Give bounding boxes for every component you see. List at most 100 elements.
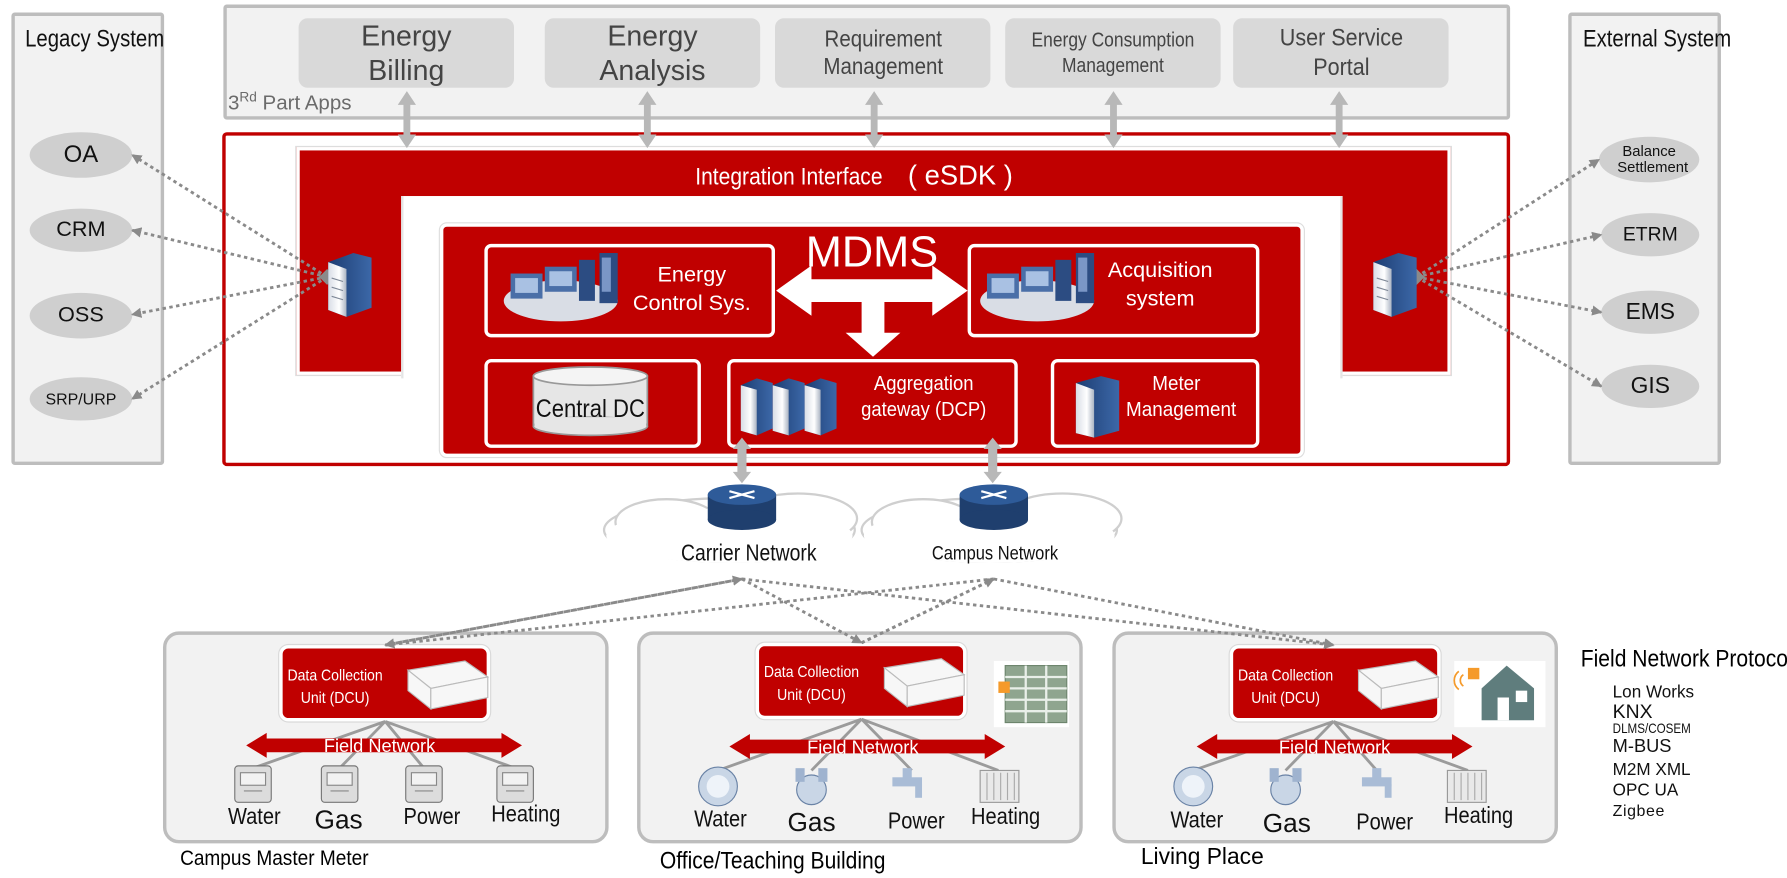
field-network-arrows bbox=[246, 732, 1473, 760]
radiator-icon bbox=[1446, 769, 1487, 803]
external-balance-settlement: Balance Settlement bbox=[1598, 136, 1700, 183]
site1-device-power: Power bbox=[403, 804, 461, 830]
app-energy-consumption-management: Energy Consumption Management bbox=[1005, 18, 1221, 88]
app-energy-analysis: Energy Analysis bbox=[544, 18, 761, 88]
site2-device-gas: Gas bbox=[787, 806, 836, 837]
legacy-srp-urp-label: SRP/URP bbox=[45, 389, 117, 408]
legacy-oss: OSS bbox=[29, 292, 133, 339]
integration-server-right-icon bbox=[1373, 253, 1417, 317]
site3-device-power: Power bbox=[1356, 810, 1414, 836]
water-meter-icon bbox=[1173, 766, 1214, 807]
legacy-oa: OA bbox=[29, 132, 133, 178]
acquisition-label: Acquisition system bbox=[1107, 258, 1213, 311]
site2-device-power: Power bbox=[887, 809, 945, 835]
site2-utility-icons bbox=[698, 766, 1020, 807]
water-meter-icon bbox=[698, 766, 738, 807]
energy-control-computers-icon bbox=[503, 253, 618, 322]
energy-control-label: Energy Control Sys. bbox=[632, 263, 751, 316]
faucet-icon bbox=[892, 768, 923, 798]
integration-interface-label: Integration Interface ( eSDK ) bbox=[695, 158, 1013, 194]
app-requirement-management: Requirement Management bbox=[774, 18, 991, 88]
central-dc-label: Central DC bbox=[536, 396, 645, 424]
central-dc-icon bbox=[532, 366, 649, 437]
third-party-label-sup: Rd bbox=[239, 88, 257, 105]
site1-name: Campus Master Meter bbox=[180, 846, 369, 871]
external-ems-label: EMS bbox=[1625, 299, 1675, 325]
site2-device-heating: Heating bbox=[971, 804, 1041, 830]
site1-device-gas: Gas bbox=[314, 804, 363, 835]
campus-network-label: Campus Network bbox=[932, 542, 1059, 564]
app-energy-billing-label: Energy Billing bbox=[361, 19, 452, 87]
protocols-title: Field Network Protocols bbox=[1580, 646, 1787, 673]
dcu-device-icons bbox=[406, 658, 1440, 711]
meter-management-server-icon bbox=[1075, 376, 1120, 438]
network-links bbox=[384, 575, 1335, 650]
app-connector-arrows bbox=[397, 91, 1349, 484]
external-gis-label: GIS bbox=[1630, 373, 1670, 399]
external-gis: GIS bbox=[1601, 364, 1700, 409]
third-party-label-text: Part Apps bbox=[256, 91, 352, 114]
legacy-oa-label: OA bbox=[63, 141, 99, 168]
app-energy-consumption-label: Energy Consumption Management bbox=[1031, 28, 1195, 76]
legacy-crm: CRM bbox=[29, 208, 133, 252]
site1-device-water: Water bbox=[227, 804, 281, 830]
legacy-srp-urp: SRP/URP bbox=[29, 377, 133, 421]
site3-utility-icons bbox=[1173, 766, 1487, 807]
protocol-item: M-BUS bbox=[1612, 737, 1672, 757]
site2-device-water: Water bbox=[694, 806, 747, 832]
mdms-title: MDMS bbox=[805, 229, 939, 277]
external-etrm-label: ETRM bbox=[1622, 223, 1678, 246]
field-network-label-1: Field Network bbox=[324, 735, 436, 756]
third-party-label-num: 3 bbox=[227, 91, 240, 114]
dcu-label-3: Data Collection Unit (DCU) bbox=[1237, 665, 1334, 707]
site3-device-water: Water bbox=[1170, 808, 1224, 834]
legacy-crm-label: CRM bbox=[56, 217, 106, 242]
aggregation-gateway-label: Aggregation gateway (DCP) bbox=[861, 371, 987, 421]
external-system-title: External System bbox=[1583, 26, 1732, 53]
external-ems: EMS bbox=[1601, 290, 1700, 334]
site3-device-gas: Gas bbox=[1262, 808, 1311, 838]
gas-meter-icon bbox=[795, 768, 828, 806]
site1-device-heating: Heating bbox=[491, 802, 561, 828]
protocol-item: OPC UA bbox=[1612, 781, 1679, 801]
meter-management-label: Meter Management bbox=[1126, 371, 1237, 421]
faucet-icon bbox=[1361, 768, 1392, 798]
integration-server-left-icon bbox=[328, 253, 372, 317]
third-party-label: 3Rd Part Apps bbox=[228, 89, 352, 115]
field-network-label-2: Field Network bbox=[807, 736, 919, 757]
protocol-item: DLMS/COSEM bbox=[1612, 719, 1691, 736]
gas-meter-icon bbox=[1269, 768, 1302, 806]
app-user-service-portal: User Service Portal bbox=[1233, 18, 1449, 88]
site3-name: Living Place bbox=[1140, 844, 1264, 870]
site2-name: Office/Teaching Building bbox=[659, 847, 886, 875]
campus-network-cloud bbox=[860, 492, 1123, 564]
office-building-icon bbox=[993, 661, 1070, 728]
protocol-item: M2M XML bbox=[1612, 759, 1691, 780]
radiator-icon bbox=[979, 769, 1020, 803]
carrier-network-label: Carrier Network bbox=[681, 541, 817, 566]
protocol-item: KNX bbox=[1612, 700, 1653, 722]
app-energy-analysis-label: Energy Analysis bbox=[599, 19, 706, 87]
app-energy-billing: Energy Billing bbox=[298, 18, 515, 88]
integration-label: Integration Interface bbox=[695, 164, 883, 191]
dcu-label-2: Data Collection Unit (DCU) bbox=[763, 662, 860, 704]
dcu-label-1: Data Collection Unit (DCU) bbox=[287, 665, 383, 707]
external-etrm: ETRM bbox=[1601, 213, 1700, 257]
protocol-item: Lon Works bbox=[1612, 682, 1695, 703]
acquisition-computers-icon bbox=[980, 253, 1095, 322]
legacy-oss-label: OSS bbox=[58, 303, 104, 328]
carrier-router-icon bbox=[707, 484, 777, 530]
field-network-label-3: Field Network bbox=[1279, 736, 1391, 757]
aggregation-servers-icon bbox=[740, 378, 837, 436]
protocols-list: Lon Works KNX DLMS/COSEM M-BUS M2M XML O… bbox=[1612, 682, 1705, 820]
legacy-system-title: Legacy System bbox=[25, 26, 165, 53]
house-icon bbox=[1453, 661, 1546, 728]
app-user-service-label: User Service Portal bbox=[1279, 25, 1403, 81]
esdk-label: ( eSDK ) bbox=[907, 160, 1013, 192]
site1-meter-icons bbox=[234, 765, 534, 803]
mdms-arrows bbox=[776, 265, 968, 357]
external-balance-label: Balance Settlement bbox=[1617, 142, 1689, 176]
campus-router-icon bbox=[959, 484, 1029, 530]
legacy-links bbox=[131, 153, 1603, 401]
